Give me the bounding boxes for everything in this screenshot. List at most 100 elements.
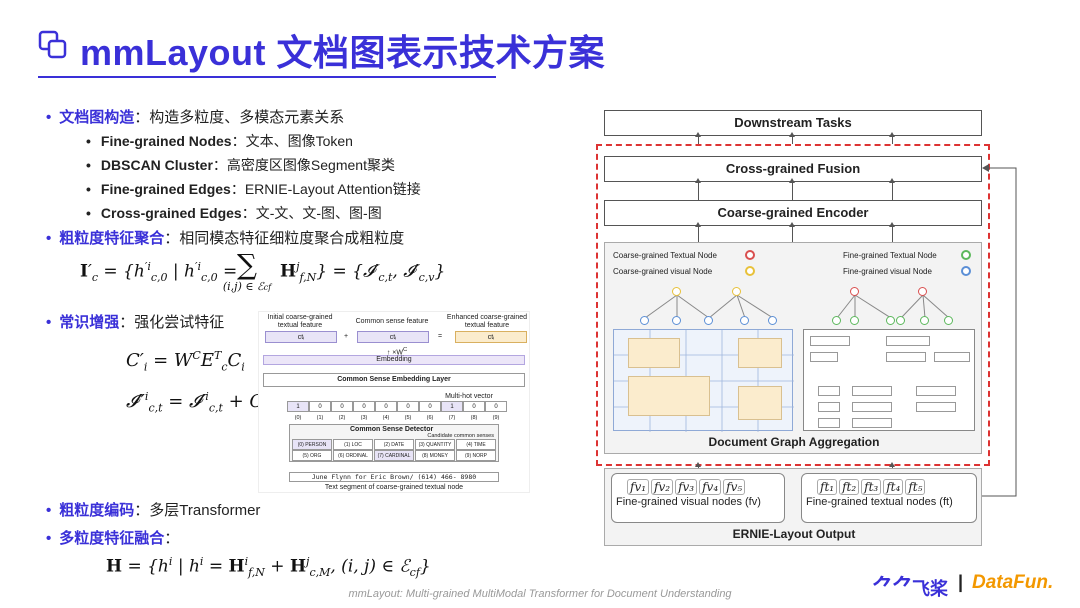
- fine-grained-node: [886, 316, 895, 325]
- skip-connection-line: [982, 164, 1017, 497]
- token-chip: ft₃: [861, 479, 882, 495]
- graph-edges: [644, 294, 950, 319]
- arrow-up: [889, 132, 895, 144]
- arrow-up: [789, 132, 795, 144]
- fv-label: Fine-grained visual nodes (fv): [616, 496, 761, 508]
- coarse-textual-node: [918, 287, 927, 296]
- token-chip: ft₄: [883, 479, 904, 495]
- equals-sign: =: [437, 333, 443, 340]
- ernie-output-label: ERNIE-Layout Output: [732, 527, 856, 541]
- candidate-sense: (4) TIME: [456, 439, 496, 450]
- token-chip: ft₁: [817, 479, 838, 495]
- arrow-up: [695, 222, 701, 242]
- arrow-up: [889, 222, 895, 242]
- multihot-bit: 0: [463, 401, 485, 412]
- fine-grained-node: [768, 316, 777, 325]
- token-chip: fv₃: [675, 479, 698, 495]
- text-block: [818, 418, 840, 428]
- initial-feature-label: Initial coarse-grained textual feature: [267, 314, 333, 329]
- multihot-bit: 1: [287, 401, 309, 412]
- fine-grained-node: [944, 316, 953, 325]
- formula-aggregation: I′c = {h′ic,0 | h′ic,0 =: [80, 260, 238, 285]
- multihot-label: Multi-hot vector: [445, 393, 493, 400]
- graph-aggregation-panel: Coarse-grained Textual Node Coarse-grain…: [604, 242, 982, 454]
- sub-bullet-text: ：文本、图像Token: [231, 133, 353, 149]
- text-segment-box: June Flynn for Eric Brown/ (614) 466- 89…: [289, 472, 499, 482]
- enhanced-feature-label: Enhanced coarse-grained textual feature: [446, 314, 528, 329]
- visual-segment: [628, 338, 680, 368]
- candidate-sense: (5) ORG: [292, 450, 332, 461]
- architecture-figure: Downstream Tasks Cross-grained Fusion Co…: [596, 108, 1020, 548]
- coarse-grained-encoder-box: Coarse-grained Encoder: [604, 200, 982, 226]
- bullet-fusion: •多粒度特征融合：: [46, 530, 180, 547]
- embedding-bar: Embedding: [263, 355, 525, 365]
- multihot-bit: 0: [353, 401, 375, 412]
- text-block: [916, 402, 956, 412]
- text-block: [818, 386, 840, 396]
- candidate-sense: (7) CARDINAL: [374, 450, 414, 461]
- coarse-textual-node-icon: [745, 250, 755, 260]
- visual-doc-grid: [613, 329, 794, 432]
- fine-textual-node-icon: [961, 250, 971, 260]
- text-block: [818, 402, 840, 412]
- sub-bullet: •Fine-grained Nodes：文本、图像Token: [86, 133, 353, 149]
- text-block: [934, 352, 970, 362]
- plus-sign: +: [343, 333, 349, 340]
- fine-grained-node: [640, 316, 649, 325]
- token-chip: fv₅: [723, 479, 746, 495]
- text-segment-caption: Text segment of coarse-grained textual n…: [324, 484, 464, 491]
- candidate-sense: (0) PERSON: [292, 439, 332, 450]
- bullet-commonsense: •常识增强：强化尝试特征: [46, 314, 225, 331]
- multihot-bit: 0: [375, 401, 397, 412]
- multihot-bit: 0: [485, 401, 507, 412]
- arrow-up: [695, 178, 701, 200]
- title-underline: [38, 76, 496, 78]
- multihot-bit: 0: [397, 401, 419, 412]
- formula-fusion: H = {hi | hi = Hif,N + Hjc,M, (i, j) ∈ ℰ…: [106, 555, 431, 580]
- text-block: [886, 336, 930, 346]
- multihot-index: (5): [404, 415, 412, 421]
- bullet-keyword: 粗粒度编码: [59, 502, 135, 519]
- multihot-bit: 0: [331, 401, 353, 412]
- candidate-sense: (3) QUANTITY: [415, 439, 455, 450]
- multihot-index: (6): [426, 415, 434, 421]
- token-chip: fv₁: [627, 479, 650, 495]
- sum-symbol: ∑ (i,j) ∈ ℰcf: [222, 248, 272, 294]
- text-block: [810, 336, 850, 346]
- sub-bullet-text: ：高密度区图像Segment聚类: [212, 157, 395, 173]
- initial-feature-box: ctᵢ: [265, 331, 337, 343]
- token-chip: fv₂: [651, 479, 674, 495]
- bullet-doc-graph: •文档图构造：构造多粒度、多模态元素关系: [46, 109, 345, 126]
- multihot-index: (9): [492, 415, 500, 421]
- visual-segment: [738, 338, 782, 368]
- graph-aggregation-label: Document Graph Aggregation: [708, 435, 880, 449]
- fine-grained-node: [740, 316, 749, 325]
- fine-grained-node: [850, 316, 859, 325]
- sub-bullet-keyword: Fine-grained Nodes: [100, 133, 232, 149]
- paddle-logo-text: 飞桨: [912, 579, 949, 599]
- coarse-textual-node: [850, 287, 859, 296]
- bullet-keyword: 常识增强: [59, 314, 120, 331]
- arrow-up: [789, 178, 795, 200]
- sub-bullet: •Cross-grained Edges：文-文、文-图、图-图: [86, 205, 382, 221]
- legend-coarse-visual: Coarse-grained visual Node: [613, 267, 713, 276]
- enhanced-feature-box: ctᵢ: [455, 331, 527, 343]
- multihot-index: (3): [360, 415, 368, 421]
- paddle-logo-mark: ⺈⺈: [872, 575, 914, 600]
- bullet-text: ：多层Transformer: [134, 502, 261, 519]
- datafun-logo: DataFun.: [972, 572, 1054, 593]
- coarse-visual-node-icon: [745, 266, 755, 276]
- sub-bullet: •DBSCAN Cluster：高密度区图像Segment聚类: [86, 157, 395, 173]
- formula-aggregation-rhs: Hjf,N} = {𝓘′c,t, 𝓘′c,v}: [280, 260, 446, 285]
- sub-bullet-keyword: DBSCAN Cluster: [100, 157, 213, 173]
- text-block: [810, 352, 838, 362]
- bullet-encoding: •粗粒度编码：多层Transformer: [46, 502, 261, 519]
- fine-grained-node: [920, 316, 929, 325]
- page-title: mmLayout 文档图表示技术方案: [80, 32, 606, 73]
- text-block: [852, 402, 892, 412]
